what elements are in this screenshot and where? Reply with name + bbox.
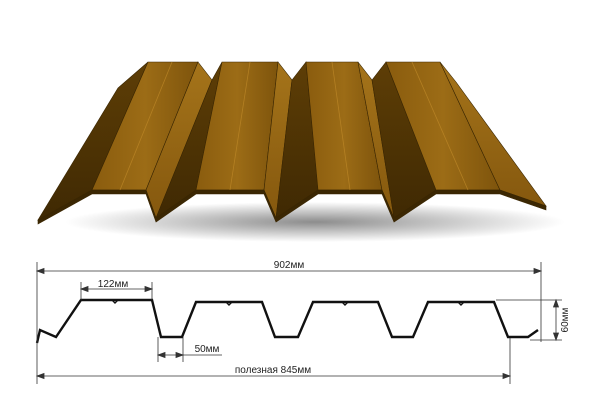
corrugated-sheet-illustration xyxy=(37,61,547,225)
label-useful-width: полезная 845мм xyxy=(235,365,311,376)
dimension-lines xyxy=(35,262,562,384)
sheet-rib-line-4 xyxy=(411,61,469,191)
label-total-width: 902мм xyxy=(274,260,305,271)
label-top-width: 122мм xyxy=(98,279,129,290)
sheet-front-edge xyxy=(37,189,547,225)
profile-cross-section xyxy=(35,298,539,344)
profile-outline xyxy=(35,298,539,344)
sheet-rib-line-3 xyxy=(331,61,351,191)
profile-rib-notches xyxy=(111,299,465,306)
sheet-shadow xyxy=(65,202,565,242)
sheet-rib-line-1 xyxy=(119,61,173,191)
sheet-rib-line-2 xyxy=(229,61,251,191)
label-height: 60мм xyxy=(560,307,571,332)
label-bottom-width: 50мм xyxy=(195,344,220,355)
